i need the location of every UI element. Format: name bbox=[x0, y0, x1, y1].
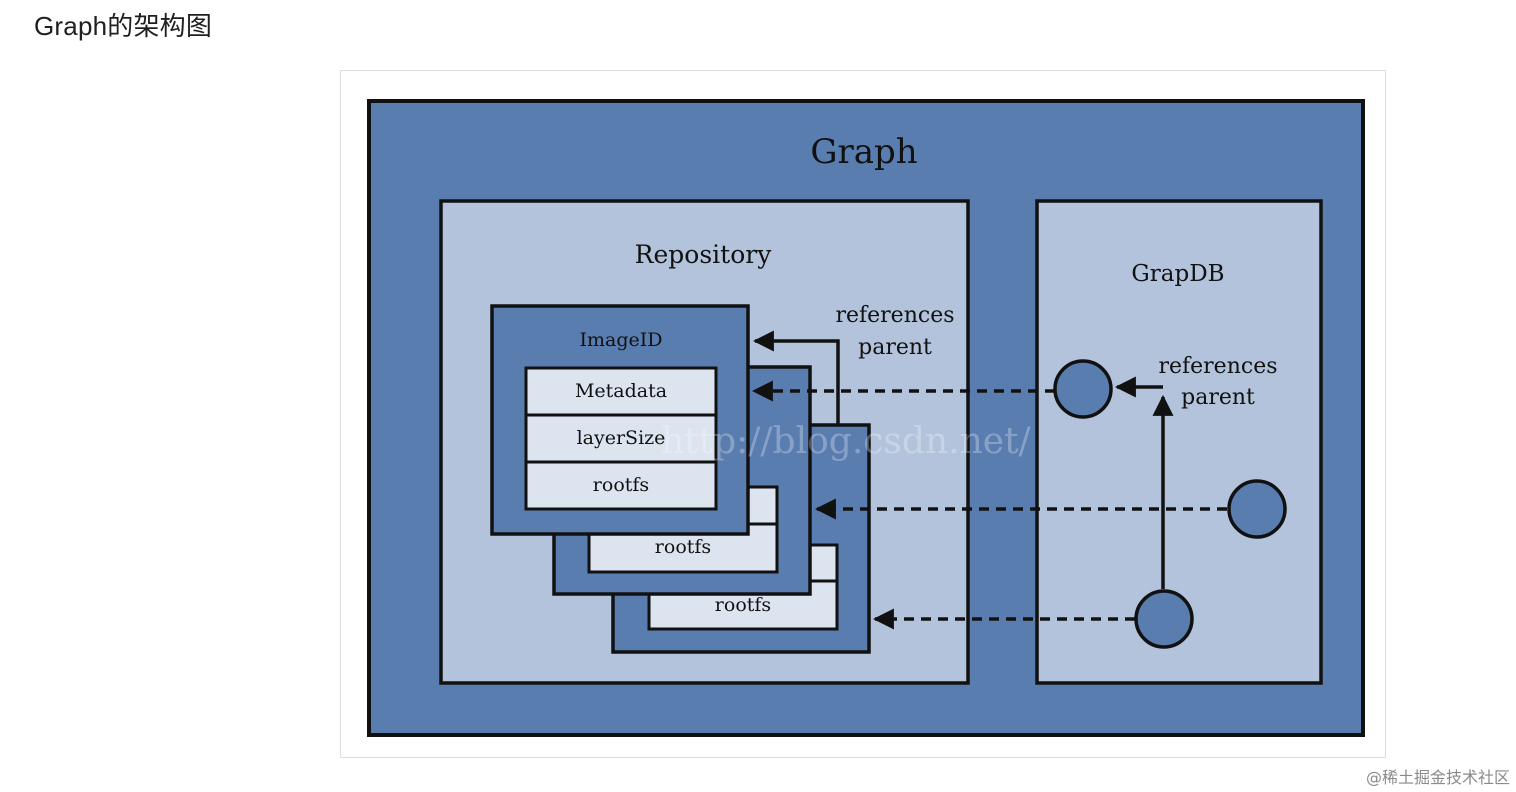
repo-parent-arrow bbox=[752, 330, 840, 425]
field-rootfs bbox=[524, 460, 718, 511]
field-layersize bbox=[524, 413, 718, 464]
watermark: http://blog.csdn.net/ bbox=[661, 421, 1032, 462]
graphdb-annotation-line1: references bbox=[1158, 354, 1277, 379]
repository-label: Repository bbox=[635, 240, 773, 269]
graphdb-node-3 bbox=[1134, 589, 1194, 649]
repo-annotation-line1: references bbox=[835, 303, 954, 328]
image-card-middle-rootfs: rootfs bbox=[655, 536, 711, 558]
graphdb-node-2 bbox=[1227, 479, 1287, 539]
source-credit: @稀土掘金技术社区 bbox=[1365, 768, 1510, 787]
field-rootfs-label: rootfs bbox=[593, 474, 649, 496]
graph-label: Graph bbox=[810, 132, 917, 172]
image-card-back-rootfs: rootfs bbox=[715, 594, 771, 616]
field-metadata-label: Metadata bbox=[575, 380, 667, 402]
graphdb-node-1 bbox=[1053, 359, 1113, 419]
page-title: Graph的架构图 bbox=[34, 11, 213, 41]
field-metadata bbox=[524, 366, 718, 417]
field-layersize-label: layerSize bbox=[577, 427, 666, 449]
graphdb-panel bbox=[1035, 199, 1323, 685]
repo-annotation-line2: parent bbox=[858, 335, 932, 360]
image-card-title: ImageID bbox=[580, 329, 663, 351]
graphdb-label: GrapDB bbox=[1131, 261, 1224, 287]
graphdb-annotation-line2: parent bbox=[1181, 385, 1255, 410]
architecture-figure: Graph Repository GrapDB rootfs rootfs Im… bbox=[340, 70, 1386, 758]
